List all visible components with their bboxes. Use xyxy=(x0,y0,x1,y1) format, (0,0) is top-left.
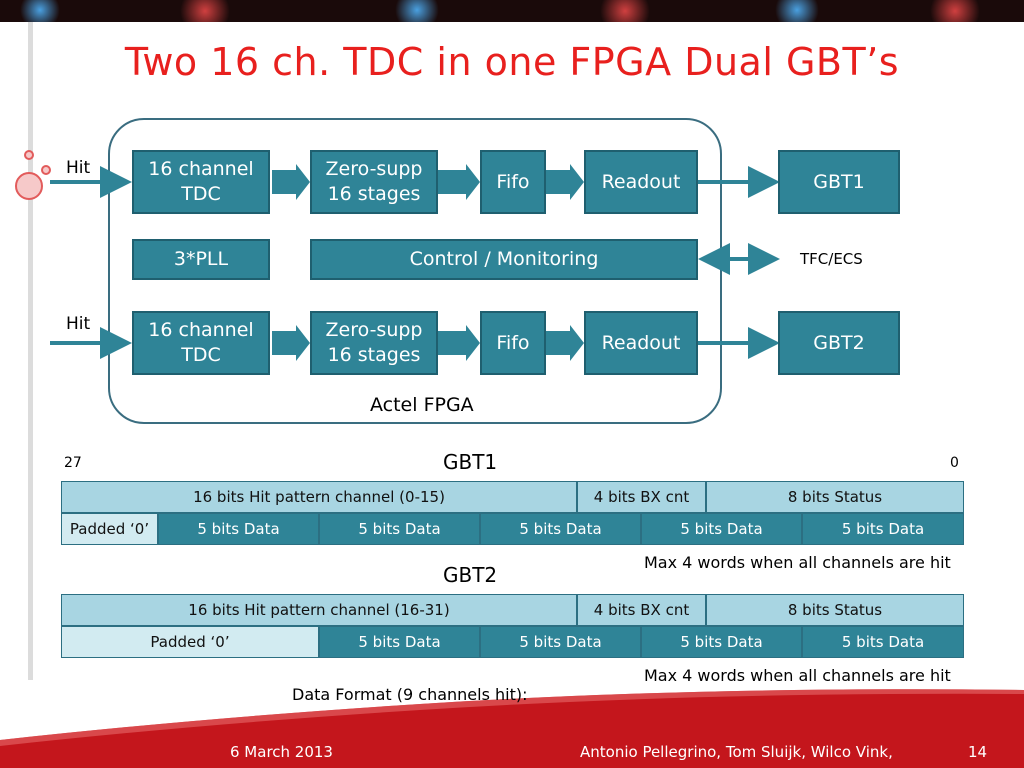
gbt1-format-title: GBT1 xyxy=(443,450,498,474)
readout-block: Readout xyxy=(584,311,698,375)
footer-authors: Antonio Pellegrino, Tom Sluijk, Wilco Vi… xyxy=(580,743,893,761)
status-field: 8 bits Status xyxy=(706,481,964,513)
pll-block: 3*PLL xyxy=(132,239,270,280)
lsb-label: 0 xyxy=(950,455,959,471)
tfc-ecs-label: TFC/ECS xyxy=(800,250,863,268)
tdc-line2: TDC xyxy=(181,344,221,366)
data-field: 5 bits Data xyxy=(319,626,480,658)
footer-sweep-decoration xyxy=(0,680,1024,746)
tdc-block: 16 channel TDC xyxy=(132,311,270,375)
bx-count-field: 4 bits BX cnt xyxy=(577,481,706,513)
data-field: 5 bits Data xyxy=(802,626,964,658)
zero-supp-line1: Zero-supp xyxy=(325,158,423,181)
zero-supp-line1: Zero-supp xyxy=(325,319,423,342)
padded-field: Padded ‘0’ xyxy=(61,626,319,658)
tdc-block: 16 channel TDC xyxy=(132,150,270,214)
block-arrow xyxy=(272,164,310,200)
hit-label: Hit xyxy=(66,314,91,334)
msb-label: 27 xyxy=(64,455,82,471)
data-format-caption: Data Format (9 channels hit): xyxy=(292,685,528,704)
gbt1-block: GBT1 xyxy=(778,150,900,214)
logo-text: NIKHEF xyxy=(8,710,107,736)
data-field: 5 bits Data xyxy=(480,626,641,658)
footer-date: 6 March 2013 xyxy=(230,743,333,761)
tdc-line1: 16 channel xyxy=(148,158,254,181)
readout-block: Readout xyxy=(584,150,698,214)
data-field: 5 bits Data xyxy=(319,513,480,545)
block-arrow xyxy=(438,325,480,361)
gbt1-max-words-note: Max 4 words when all channels are hit xyxy=(644,553,951,572)
decorative-dot xyxy=(24,150,34,160)
fifo-block: Fifo xyxy=(480,150,546,214)
zero-supp-line2: 16 stages xyxy=(327,183,421,205)
hit-label: Hit xyxy=(66,158,91,178)
nikhef-logo: NIKHEF xyxy=(8,706,126,740)
bx-count-field: 4 bits BX cnt xyxy=(577,594,706,626)
header-decorative-band xyxy=(0,0,1024,22)
tdc-line2: TDC xyxy=(181,183,221,205)
control-monitoring-block: Control / Monitoring xyxy=(310,239,698,280)
zero-supp-block: Zero-supp 16 stages xyxy=(310,311,438,375)
block-arrow xyxy=(438,164,480,200)
gbt2-max-words-note: Max 4 words when all channels are hit xyxy=(644,666,951,685)
data-field: 5 bits Data xyxy=(802,513,964,545)
fifo-block: Fifo xyxy=(480,311,546,375)
gbt2-format-title: GBT2 xyxy=(443,563,498,587)
zero-supp-line2: 16 stages xyxy=(327,344,421,366)
data-field: 5 bits Data xyxy=(158,513,319,545)
data-field: 5 bits Data xyxy=(480,513,641,545)
zero-supp-block: Zero-supp 16 stages xyxy=(310,150,438,214)
block-arrow xyxy=(546,164,584,200)
status-field: 8 bits Status xyxy=(706,594,964,626)
hit-pattern-field: 16 bits Hit pattern channel (0-15) xyxy=(61,481,577,513)
block-arrow xyxy=(546,325,584,361)
slide-title: Two 16 ch. TDC in one FPGA Dual GBT’s xyxy=(124,40,900,84)
page-number: 14 xyxy=(968,743,988,761)
fpga-label: Actel FPGA xyxy=(370,394,474,416)
tdc-line1: 16 channel xyxy=(148,319,254,342)
gbt2-block: GBT2 xyxy=(778,311,900,375)
data-field: 5 bits Data xyxy=(641,513,802,545)
diagram-connectors xyxy=(50,164,780,361)
block-arrow xyxy=(272,325,310,361)
padded-field: Padded ‘0’ xyxy=(61,513,158,545)
left-rail-decoration xyxy=(28,22,33,680)
decorative-dot xyxy=(15,172,43,200)
decorative-dot xyxy=(41,165,51,175)
data-field: 5 bits Data xyxy=(641,626,802,658)
hit-pattern-field: 16 bits Hit pattern channel (16-31) xyxy=(61,594,577,626)
